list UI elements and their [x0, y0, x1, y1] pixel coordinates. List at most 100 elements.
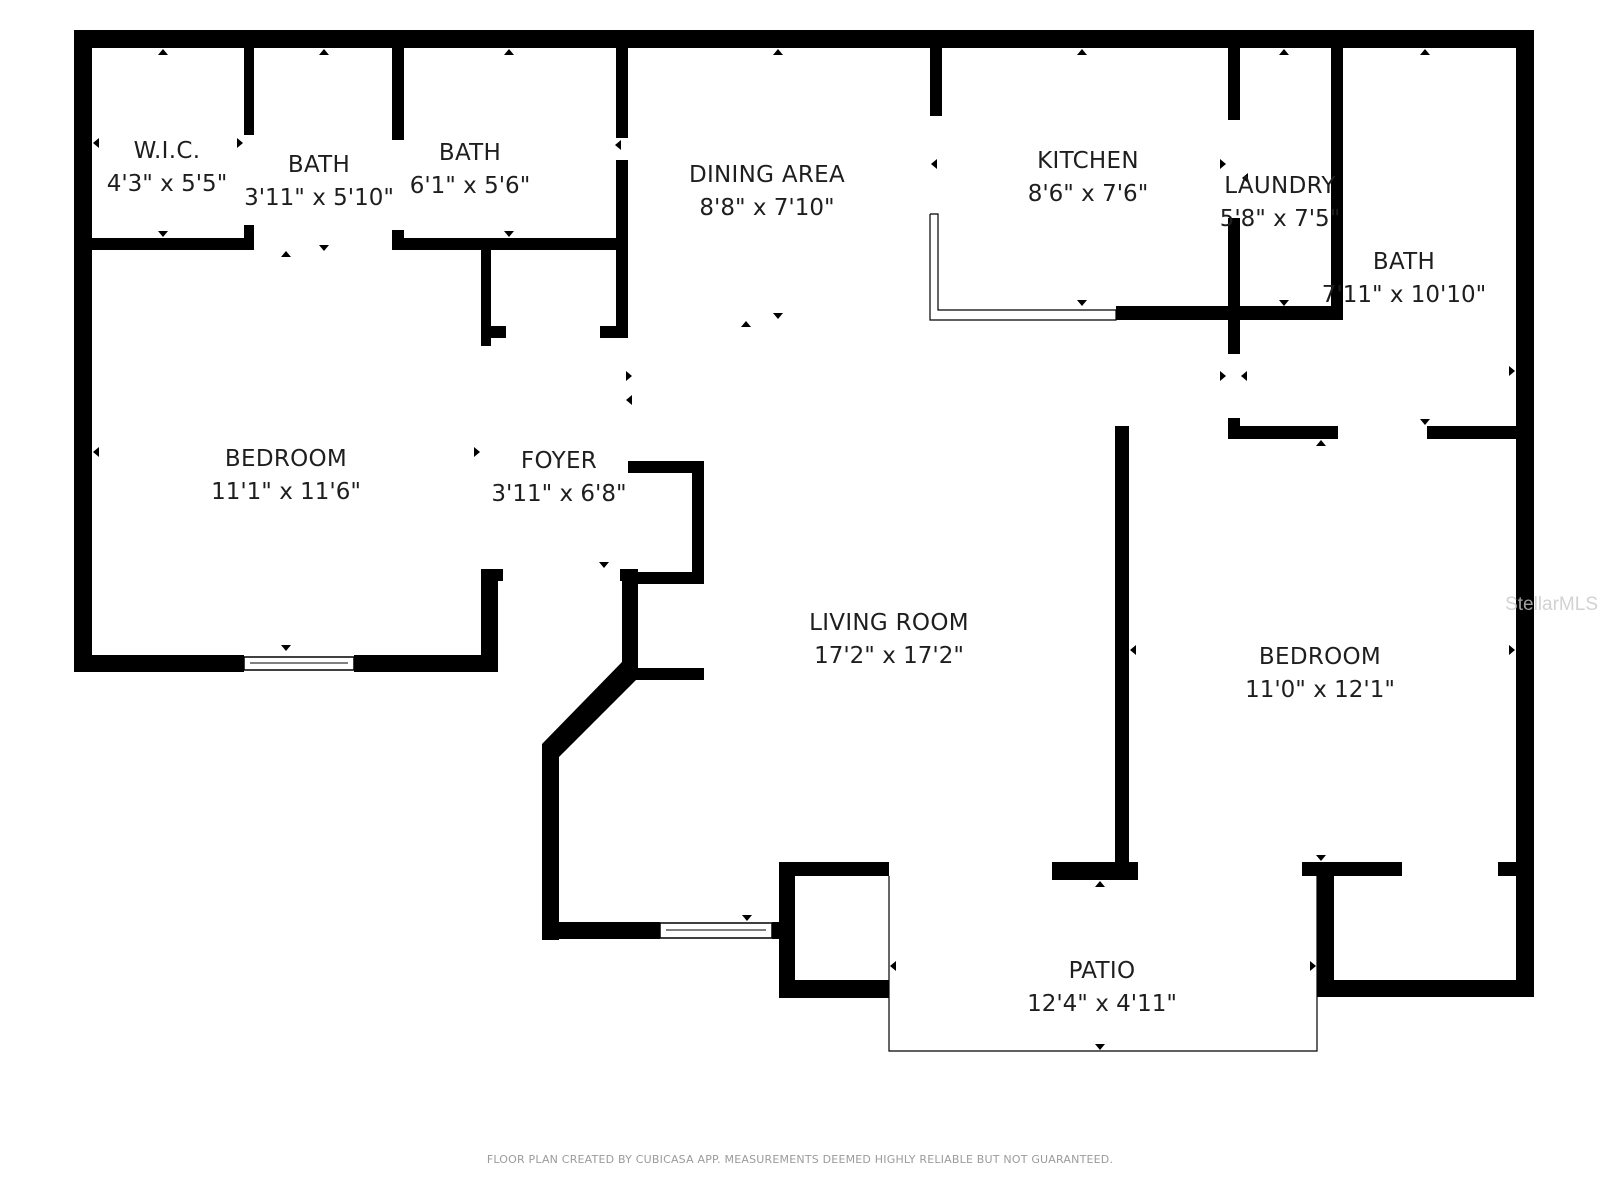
tick	[931, 159, 937, 169]
tick	[1242, 173, 1248, 183]
tick	[741, 321, 751, 327]
room-dimensions: 5'8" x 7'5"	[1220, 206, 1341, 232]
room-bedroom-2: BEDROOM 11'0" x 12'1"	[1245, 644, 1395, 703]
tick	[319, 245, 329, 251]
wall-wic-bath1-upper	[244, 30, 254, 135]
room-wic: W.I.C. 4'3" x 5'5"	[107, 138, 228, 197]
tick	[1220, 159, 1226, 169]
tick	[281, 251, 291, 257]
wall-kitchen-laundry-lower	[1228, 218, 1240, 328]
tick	[1077, 300, 1087, 306]
room-foyer: FOYER 3'11" x 6'8"	[491, 448, 626, 507]
tick	[1095, 881, 1105, 887]
tick	[773, 313, 783, 319]
dimension-ticks	[93, 49, 1515, 1050]
walls	[74, 30, 1534, 998]
wall-storage-left	[779, 862, 795, 998]
room-dimensions: 6'1" x 5'6"	[410, 173, 531, 199]
wall-bedroom1-bottom-b	[354, 655, 498, 672]
tick	[1420, 49, 1430, 55]
wall-living-bottom-a	[542, 922, 660, 939]
room-name: LIVING ROOM	[809, 610, 969, 636]
wall-bath3-left-a	[1228, 320, 1240, 354]
wall-bath2-bottom	[392, 238, 628, 250]
tick	[1130, 645, 1136, 655]
wall-kitchen-bottom	[1116, 306, 1228, 320]
room-dimensions: 11'0" x 12'1"	[1245, 677, 1395, 703]
room-kitchen: KITCHEN 8'6" x 7'6"	[1028, 148, 1149, 207]
room-name: BEDROOM	[225, 446, 347, 472]
tick	[1279, 49, 1289, 55]
wall-living-left-lower	[542, 744, 559, 940]
wall-bedroom2-left	[1115, 426, 1129, 878]
tick	[158, 231, 168, 237]
room-bath-1: BATH 3'11" x 5'10"	[244, 152, 394, 211]
room-living-room: LIVING ROOM 17'2" x 17'2"	[809, 610, 969, 669]
room-name: DINING AREA	[689, 162, 845, 188]
wall-wic-bottom	[74, 238, 252, 250]
tick	[742, 915, 752, 921]
wall-bedroom1-bottom-a	[74, 655, 244, 672]
wall-closet-bottom-a	[481, 326, 506, 338]
tick	[504, 49, 514, 55]
room-name: BEDROOM	[1259, 644, 1381, 670]
wall-wic-bath1-lower	[244, 225, 254, 250]
wall-closet-right	[616, 250, 628, 338]
wall-living-diagonal-b	[542, 662, 638, 758]
room-bedroom-1: BEDROOM 11'1" x 11'6"	[211, 446, 361, 505]
tick	[1509, 366, 1515, 376]
room-dimensions: 8'6" x 7'6"	[1028, 181, 1149, 207]
wall-kitchen-left	[930, 30, 942, 116]
wall-bath3-bottom-a	[1228, 426, 1338, 439]
wall-living-stub	[622, 668, 704, 680]
room-name: W.I.C.	[134, 138, 201, 164]
room-laundry: LAUNDRY 5'8" x 7'5"	[1220, 173, 1341, 232]
tick	[1220, 371, 1226, 381]
tick	[93, 138, 99, 148]
room-name: BATH	[288, 152, 350, 178]
room-dimensions: 3'11" x 5'10"	[244, 185, 394, 211]
wall-bedroom1-right	[481, 576, 498, 672]
room-name: KITCHEN	[1037, 148, 1139, 174]
tick	[1316, 855, 1326, 861]
tick	[158, 49, 168, 55]
disclaimer: FLOOR PLAN CREATED BY CUBICASA APP. MEAS…	[486, 1153, 1114, 1166]
wall-bath2-right-lower	[616, 160, 628, 250]
tick	[599, 562, 609, 568]
tick	[1509, 645, 1515, 655]
wall-closet-bottom-b	[600, 326, 628, 338]
tick	[626, 395, 632, 405]
tick	[1279, 300, 1289, 306]
tick	[281, 645, 291, 651]
wall-bath2-right-upper	[616, 30, 628, 138]
tick	[237, 138, 243, 148]
tick	[1316, 440, 1326, 446]
wall-entry-closet-bottom	[628, 572, 704, 584]
windows	[243, 656, 773, 939]
tick	[1095, 1044, 1105, 1050]
wall-top	[74, 30, 1534, 48]
kitchen-counter	[929, 213, 1117, 321]
wall-right-storage-left	[1317, 862, 1334, 997]
wall-left	[74, 30, 92, 672]
wall-bath1-bath2-upper	[392, 30, 404, 140]
room-bath-2: BATH 6'1" x 5'6"	[410, 140, 531, 199]
room-bath-3: BATH 7'11" x 10'10"	[1322, 249, 1486, 308]
room-dimensions: 12'4" x 4'11"	[1027, 991, 1177, 1017]
wall-foyer-bottom-a	[481, 569, 503, 581]
patio-outline	[888, 876, 1318, 1052]
tick	[504, 231, 514, 237]
wall-bath3-bottom-b	[1427, 426, 1534, 439]
wall-laundry-bath3	[1331, 30, 1343, 320]
tick	[319, 49, 329, 55]
room-dining-area: DINING AREA 8'8" x 7'10"	[689, 162, 845, 221]
wall-foyer-left-upper	[481, 246, 491, 346]
wall-entry-closet-right	[692, 461, 704, 584]
room-patio: PATIO 12'4" x 4'11"	[1027, 958, 1177, 1017]
tick	[773, 49, 783, 55]
room-name: PATIO	[1069, 958, 1136, 984]
tick	[626, 371, 632, 381]
wall-kitchen-laundry-upper	[1228, 30, 1240, 120]
